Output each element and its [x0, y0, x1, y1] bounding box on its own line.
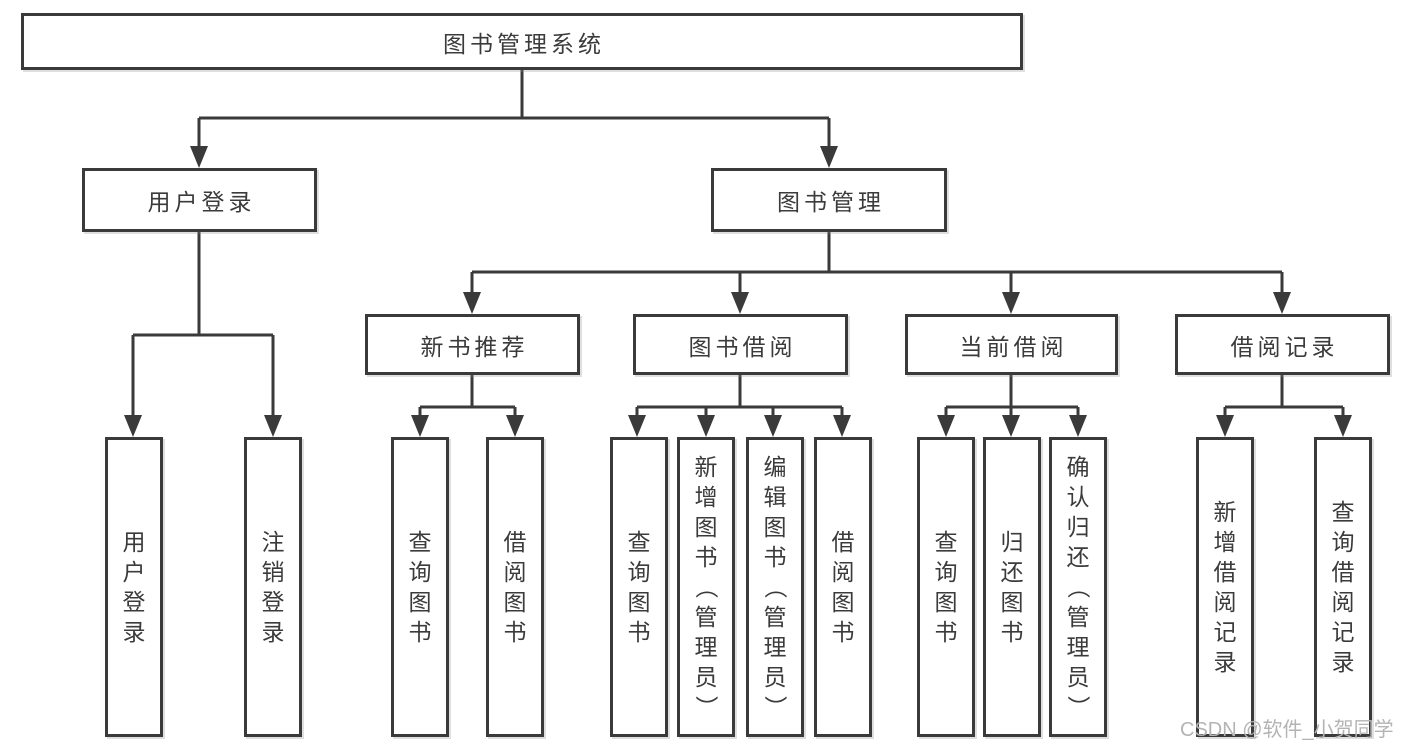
node-label: 新书推荐 — [420, 333, 529, 360]
leaf-confirm-return-admin: 确认归还（管理员） — [1049, 437, 1107, 737]
leaf-add-books-admin: 新增图书（管理员） — [677, 437, 735, 737]
node-label: 图书借阅 — [688, 333, 797, 360]
leaf-edit-books-admin: 编辑图书（管理员） — [746, 437, 804, 737]
leaf-query-books-3: 查询图书 — [917, 437, 975, 737]
leaf-return-books: 归还图书 — [983, 437, 1041, 737]
node-label: 查询图书 — [934, 529, 958, 645]
node-borrowing-records: 借阅记录 — [1175, 314, 1390, 375]
node-label: 新增借阅记录 — [1213, 499, 1237, 675]
node-book-management: 图书管理 — [711, 168, 947, 232]
node-label: 归还图书 — [1000, 529, 1024, 645]
node-label: 借阅图书 — [503, 529, 527, 645]
node-label: 注销登录 — [261, 529, 285, 645]
leaf-query-borrow-record: 查询借阅记录 — [1314, 437, 1372, 737]
node-label: 确认归还（管理员） — [1065, 454, 1091, 719]
leaf-borrow-books-1: 借阅图书 — [486, 437, 544, 737]
node-new-book-recommend: 新书推荐 — [365, 314, 580, 375]
leaf-query-books-1: 查询图书 — [391, 437, 449, 737]
leaf-logout-login: 注销登录 — [244, 437, 302, 737]
node-label: 查询图书 — [627, 529, 651, 645]
node-label: 用户登录 — [122, 529, 146, 645]
leaf-borrow-books-2: 借阅图书 — [814, 437, 872, 737]
node-label: 图书管理系统 — [443, 30, 605, 57]
node-label: 图书管理 — [777, 189, 885, 215]
leaf-user-login: 用户登录 — [105, 437, 163, 737]
node-label: 借阅图书 — [831, 529, 855, 645]
node-book-borrowing: 图书借阅 — [633, 314, 848, 375]
leaf-query-books-2: 查询图书 — [610, 437, 668, 737]
connector-line-path — [131, 70, 1345, 419]
node-label: 当前借阅 — [959, 333, 1068, 360]
node-label: 借阅记录 — [1230, 333, 1339, 360]
node-current-borrowing: 当前借阅 — [905, 314, 1118, 375]
node-label: 编辑图书（管理员） — [762, 454, 788, 719]
node-label: 新增图书（管理员） — [693, 454, 719, 719]
node-label: 查询借阅记录 — [1331, 499, 1355, 675]
node-user-login: 用户登录 — [82, 168, 317, 232]
node-label: 查询图书 — [408, 529, 432, 645]
leaf-add-borrow-record: 新增借阅记录 — [1196, 437, 1254, 737]
watermark: CSDN @软件_小贺同学 — [1180, 719, 1394, 741]
node-library-management-system: 图书管理系统 — [21, 13, 1023, 70]
node-label: 用户登录 — [147, 189, 256, 215]
